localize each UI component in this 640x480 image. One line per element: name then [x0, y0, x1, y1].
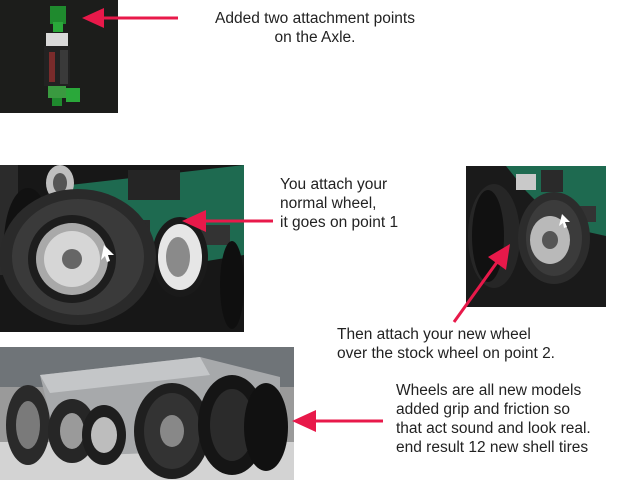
arrow-to-wheel-models	[292, 410, 383, 432]
caption-normal-wheel: You attach your normal wheel, it goes on…	[280, 176, 399, 231]
caption-results: Wheels are all new models added grip and…	[396, 382, 591, 456]
normal-wheel-render	[0, 165, 244, 332]
caption-axle: Added two attachment points on the Axle.	[215, 10, 415, 46]
arrow-to-normal-wheel	[182, 210, 273, 232]
wheel-models-render	[0, 347, 294, 480]
caption-new-wheel: Then attach your new wheel over the stoc…	[337, 326, 555, 362]
arrow-to-axle	[82, 8, 178, 28]
arrow-to-new-wheel	[452, 244, 510, 323]
